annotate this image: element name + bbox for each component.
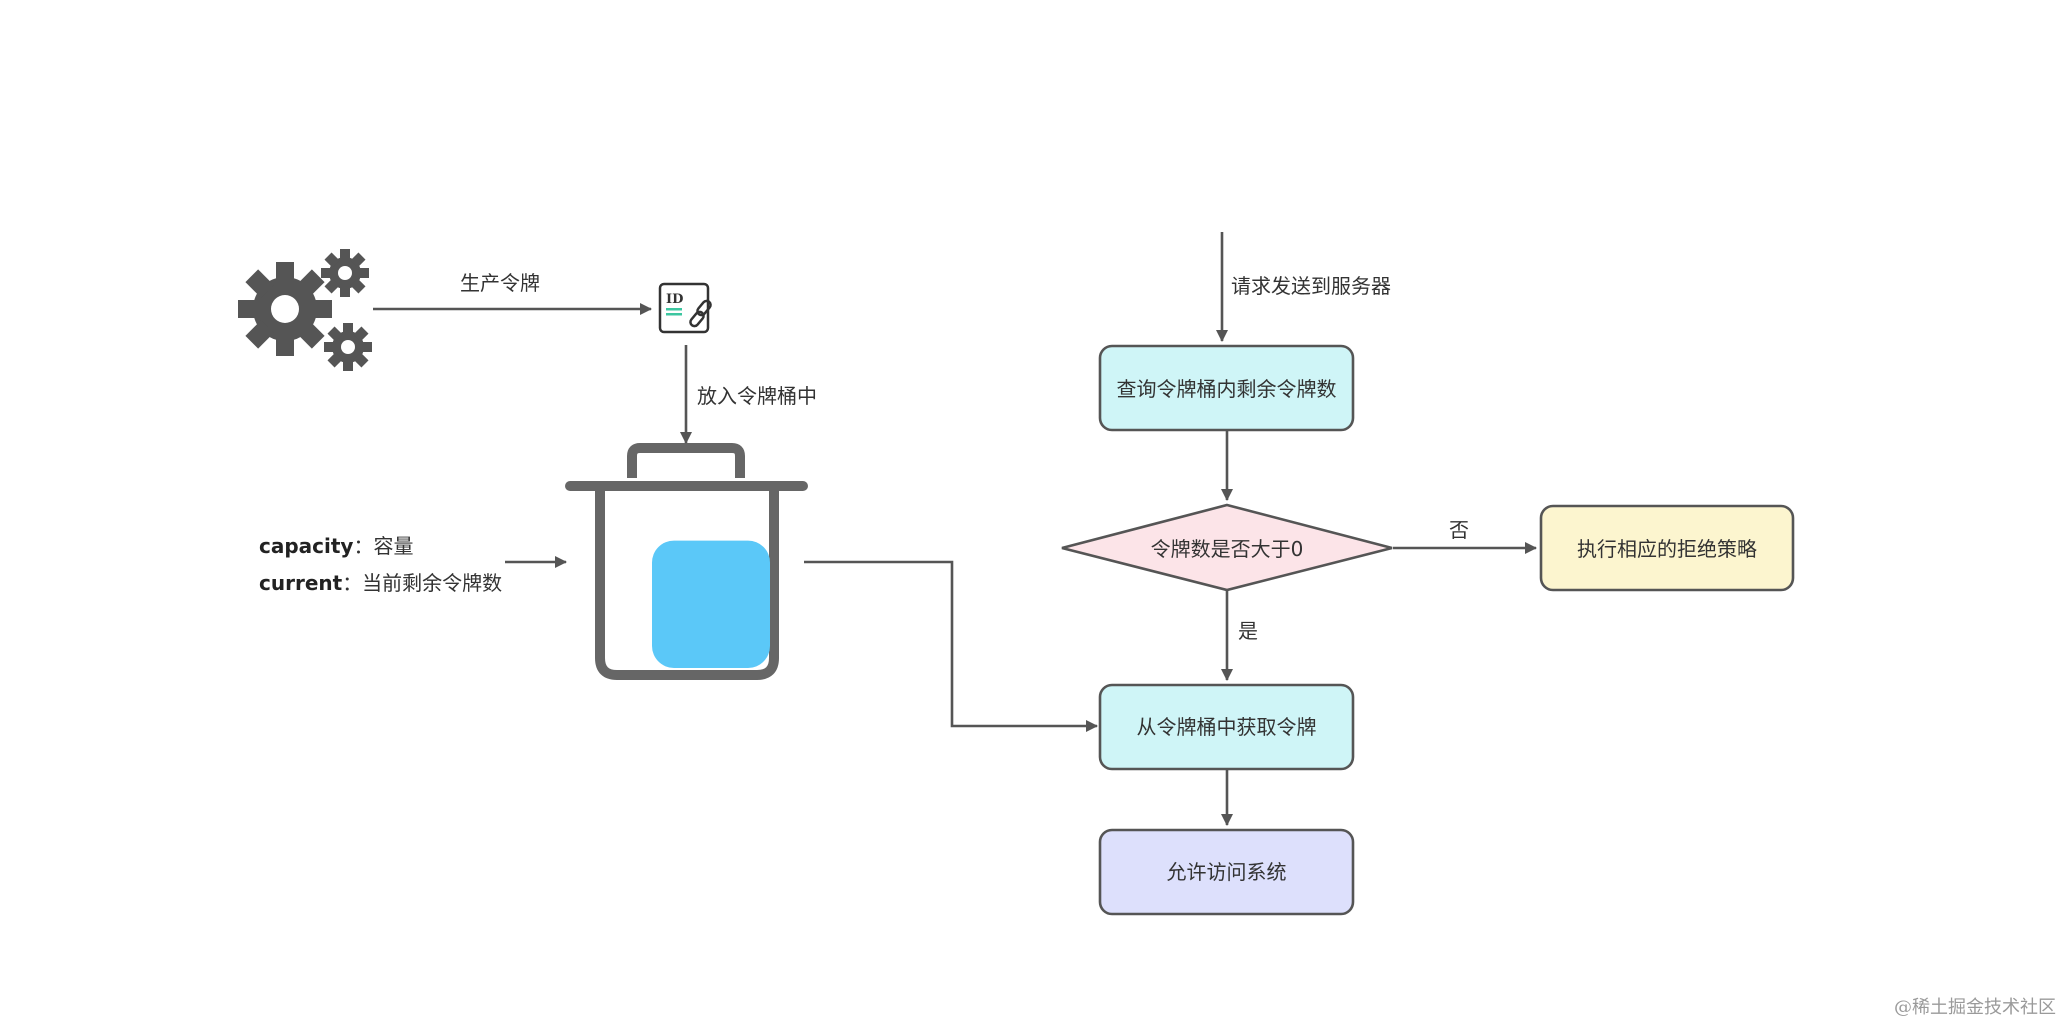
- yes-label: 是: [1238, 619, 1258, 643]
- token-id-text: ID: [666, 292, 683, 307]
- capacity-legend: capacity：容量: [259, 534, 413, 558]
- node-acquire: 从令牌桶中获取令牌: [1098, 683, 1355, 771]
- gears-icon: [238, 249, 372, 371]
- edge-bucket-to-acquire: [804, 560, 1098, 732]
- bucket-icon: [565, 443, 808, 680]
- no-label: 否: [1449, 518, 1469, 542]
- current-desc: ：当前剩余令牌数: [342, 571, 502, 595]
- put-in-bucket-label: 放入令牌桶中: [697, 384, 817, 408]
- node-allow-text: 允许访问系统: [1167, 860, 1287, 884]
- node-query: 查询令牌桶内剩余令牌数: [1098, 344, 1355, 432]
- node-query-text: 查询令牌桶内剩余令牌数: [1117, 377, 1337, 401]
- node-decision: 令牌数是否大于0: [1061, 503, 1393, 592]
- edges: [373, 232, 1537, 826]
- bucket-water: [652, 540, 770, 668]
- current-key: current: [259, 571, 343, 595]
- node-reject-text: 执行相应的拒绝策略: [1577, 537, 1757, 561]
- node-decision-text: 令牌数是否大于0: [1151, 537, 1304, 561]
- capacity-desc: ：容量: [353, 534, 413, 558]
- node-allow: 允许访问系统: [1098, 828, 1355, 916]
- token-id-icon: ID: [658, 282, 712, 334]
- node-reject: 执行相应的拒绝策略: [1539, 504, 1795, 592]
- request-sent-label: 请求发送到服务器: [1231, 274, 1391, 298]
- produce-token-label: 生产令牌: [460, 271, 540, 295]
- capacity-key: capacity: [259, 534, 353, 558]
- current-legend: current：当前剩余令牌数: [259, 571, 502, 595]
- node-acquire-text: 从令牌桶中获取令牌: [1137, 715, 1317, 739]
- watermark: @稀土掘金技术社区: [1894, 997, 2056, 1018]
